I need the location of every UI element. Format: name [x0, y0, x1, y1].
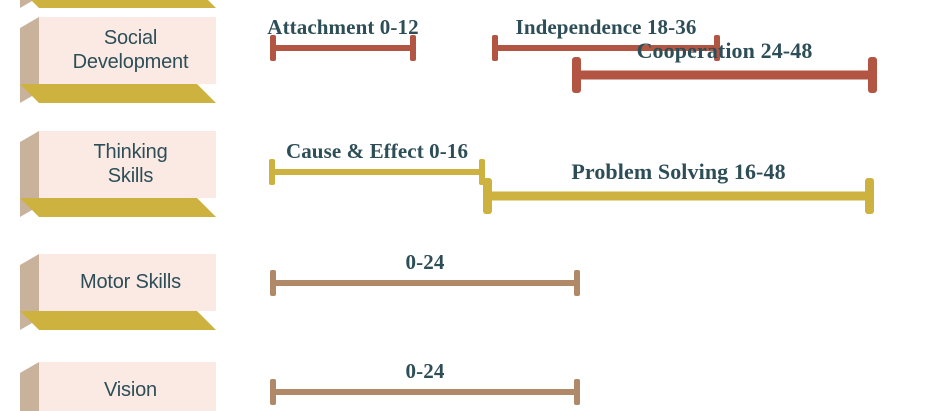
bar-problem-solving[interactable]: Problem Solving 16-48 — [483, 159, 874, 214]
bar-stem — [572, 70, 877, 80]
bar-cap-right — [479, 159, 485, 185]
bar-cap-left — [572, 57, 581, 93]
bar-stem — [483, 191, 874, 201]
label-text: Vision — [104, 378, 157, 401]
block-front-face: Thinking Skills — [39, 131, 216, 198]
bar-independence[interactable]: Independence 18-36 — [492, 15, 720, 61]
bar-label: Cause & Effect 0-16 — [285, 139, 469, 163]
label-line-2: Skills — [107, 164, 154, 187]
block-bottom-face — [20, 0, 216, 8]
bar-label: Problem Solving 16-48 — [571, 159, 786, 184]
block-bottom-face — [20, 84, 216, 103]
bar-label: 0-24 — [405, 359, 445, 383]
bar-cap-right — [410, 35, 416, 61]
block-front-face: Motor Skills — [39, 254, 216, 311]
label-line-1: Thinking — [93, 140, 168, 163]
label-block-vision[interactable]: Vision — [20, 362, 216, 411]
label-block-social-development[interactable]: Social Development — [20, 17, 216, 103]
bar-stem — [269, 169, 485, 175]
label-line-1: Social — [103, 26, 158, 49]
bar-label: Independence 18-36 — [515, 15, 697, 39]
bar-stem — [492, 45, 720, 51]
bar-cooperation[interactable]: Cooperation 24-48 — [572, 38, 877, 93]
bar-label: Cooperation 24-48 — [636, 38, 813, 63]
label-block-motor-skills[interactable]: Motor Skills — [20, 254, 216, 330]
bar-stem — [270, 280, 580, 286]
label-text: Social Development — [67, 27, 189, 74]
bar-cap-left — [270, 35, 276, 61]
bar-vision-range[interactable]: 0-24 — [270, 359, 580, 405]
bar-cap-left — [270, 270, 276, 296]
label-text: Thinking Skills — [88, 141, 168, 188]
bar-stem — [270, 389, 580, 395]
bar-cap-left — [492, 35, 498, 61]
bar-cause-effect[interactable]: Cause & Effect 0-16 — [269, 139, 485, 185]
bar-cap-right — [574, 379, 580, 405]
label-text: Motor Skills — [80, 270, 181, 293]
label-line-2: Development — [72, 50, 189, 73]
block-side-face — [20, 131, 39, 217]
bar-cap-right — [868, 57, 877, 93]
bar-cap-left — [269, 159, 275, 185]
bar-label: 0-24 — [405, 250, 445, 274]
bar-attachment[interactable]: Attachment 0-12 — [267, 15, 419, 61]
bar-cap-right — [865, 178, 874, 214]
block-front-face: Social Development — [39, 17, 216, 84]
bar-cap-left — [270, 379, 276, 405]
bar-stem — [270, 45, 416, 51]
label-block-thinking-skills[interactable]: Thinking Skills — [20, 131, 216, 217]
bar-cap-right — [714, 35, 720, 61]
label-block-clipped-top — [20, 0, 216, 8]
bar-motor-range[interactable]: 0-24 — [270, 250, 580, 296]
block-front-face: Vision — [39, 362, 216, 411]
bar-label: Attachment 0-12 — [267, 15, 419, 39]
bar-cap-left — [483, 178, 492, 214]
bar-cap-right — [574, 270, 580, 296]
block-side-face — [20, 362, 39, 411]
block-bottom-face — [20, 198, 216, 217]
block-side-face — [20, 17, 39, 103]
block-bottom-face — [20, 311, 216, 330]
